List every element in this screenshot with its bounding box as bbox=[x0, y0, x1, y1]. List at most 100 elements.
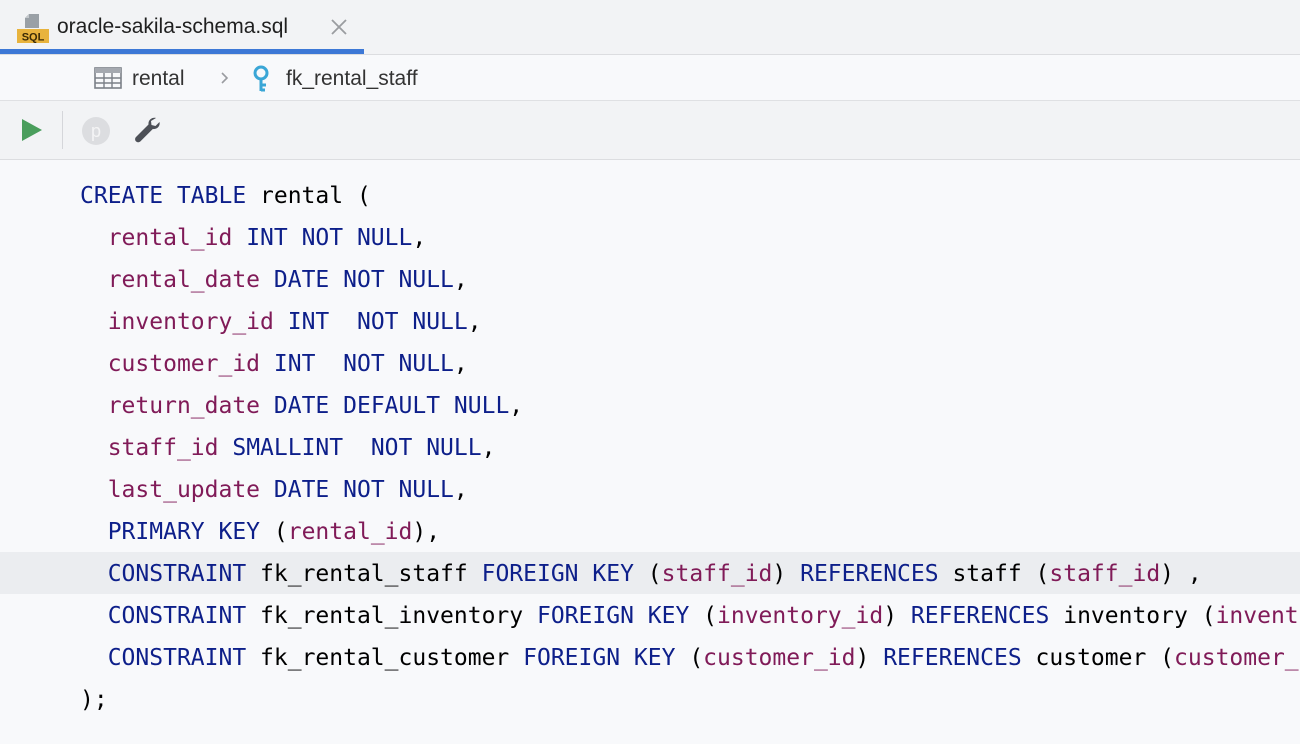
code-line: CONSTRAINT fk_rental_inventory FOREIGN K… bbox=[80, 595, 1300, 637]
sql-keyword: PRIMARY KEY bbox=[107, 519, 261, 545]
punctuation bbox=[260, 477, 274, 503]
sql-keyword: FOREIGN KEY bbox=[523, 645, 676, 671]
punctuation bbox=[274, 309, 288, 335]
punctuation bbox=[80, 309, 108, 335]
punctuation: ( bbox=[675, 645, 704, 671]
code-line: rental_date DATE NOT NULL, bbox=[80, 259, 468, 301]
identifier: fk_rental_customer bbox=[246, 645, 524, 671]
punctuation: ( bbox=[689, 603, 718, 629]
editor-tab-bar: SQL oracle-sakila-schema.sql bbox=[0, 0, 1300, 55]
punctuation bbox=[260, 351, 274, 377]
code-line: last_update DATE NOT NULL, bbox=[80, 469, 468, 511]
column-name: customer_id bbox=[703, 645, 856, 671]
punctuation bbox=[80, 267, 108, 293]
punctuation bbox=[80, 351, 108, 377]
punctuation: ( bbox=[260, 519, 288, 545]
punctuation bbox=[80, 393, 108, 419]
sql-keyword: CONSTRAINT bbox=[107, 645, 247, 671]
sql-keyword: DATE NOT NULL bbox=[273, 267, 454, 293]
punctuation bbox=[80, 519, 108, 545]
sql-keyword: INT NOT NULL bbox=[273, 351, 454, 377]
parameter-icon-letter: p bbox=[91, 121, 101, 141]
close-icon[interactable] bbox=[328, 16, 350, 38]
punctuation: ), bbox=[412, 519, 441, 545]
identifier: staff bbox=[938, 561, 1036, 587]
sql-keyword: REFERENCES bbox=[910, 603, 1050, 629]
breadcrumb-constraint[interactable]: fk_rental_staff bbox=[286, 67, 418, 90]
caret-line-highlight bbox=[0, 552, 1300, 594]
code-line: staff_id SMALLINT NOT NULL, bbox=[80, 427, 496, 469]
punctuation: ) bbox=[772, 561, 801, 587]
sql-keyword: FOREIGN KEY bbox=[536, 603, 690, 629]
sql-keyword: REFERENCES bbox=[800, 561, 939, 587]
identifier: rental ( bbox=[246, 183, 371, 209]
column-name: inventory_id bbox=[717, 603, 884, 629]
tab-oracle-sakila-schema[interactable]: SQL oracle-sakila-schema.sql bbox=[0, 0, 364, 55]
sql-keyword: INT NOT NULL bbox=[246, 225, 413, 251]
sql-keyword: SMALLINT NOT NULL bbox=[232, 435, 482, 461]
punctuation bbox=[80, 477, 108, 503]
column-name: rental_id bbox=[287, 519, 413, 545]
sql-keyword: CONSTRAINT bbox=[107, 561, 247, 587]
code-line: customer_id INT NOT NULL, bbox=[80, 343, 468, 385]
code-line: CONSTRAINT fk_rental_staff FOREIGN KEY (… bbox=[80, 553, 1202, 595]
punctuation: ( bbox=[1160, 645, 1175, 671]
punctuation bbox=[80, 645, 108, 671]
column-name: last_update bbox=[107, 477, 261, 503]
column-name: rental_id bbox=[107, 225, 233, 251]
column-name: customer_id bbox=[1174, 645, 1300, 671]
table-icon bbox=[94, 67, 122, 89]
punctuation bbox=[218, 435, 232, 461]
run-icon[interactable] bbox=[16, 115, 46, 145]
column-name: inventory_id bbox=[107, 309, 274, 335]
punctuation: , bbox=[481, 435, 496, 461]
sql-icon-label: SQL bbox=[22, 32, 45, 44]
punctuation bbox=[232, 225, 246, 251]
punctuation: ) bbox=[883, 603, 911, 629]
chevron-right-icon bbox=[221, 72, 229, 84]
column-name: staff_id bbox=[661, 561, 773, 587]
sql-keyword: DATE DEFAULT NULL bbox=[273, 393, 510, 419]
code-line: inventory_id INT NOT NULL, bbox=[80, 301, 482, 343]
punctuation bbox=[80, 561, 108, 587]
column-name: customer_id bbox=[107, 351, 261, 377]
punctuation: ); bbox=[80, 687, 108, 713]
column-name: inventory_id bbox=[1215, 603, 1300, 629]
punctuation: , bbox=[453, 351, 468, 377]
punctuation bbox=[80, 225, 108, 251]
identifier: fk_rental_staff bbox=[246, 561, 482, 587]
sql-keyword: REFERENCES bbox=[883, 645, 1022, 671]
punctuation bbox=[260, 267, 274, 293]
column-name: staff_id bbox=[107, 435, 219, 461]
key-icon bbox=[253, 65, 269, 92]
code-line: rental_id INT NOT NULL, bbox=[80, 217, 427, 259]
breadcrumb: rental fk_rental_staff bbox=[0, 55, 1300, 101]
punctuation: ) , bbox=[1160, 561, 1202, 587]
punctuation: ) bbox=[855, 645, 884, 671]
punctuation: ( bbox=[1035, 561, 1050, 587]
sql-keyword: INT NOT NULL bbox=[287, 309, 468, 335]
punctuation: ( bbox=[1201, 603, 1216, 629]
punctuation: , bbox=[509, 393, 524, 419]
code-line: PRIMARY KEY (rental_id), bbox=[80, 511, 440, 553]
punctuation bbox=[80, 603, 108, 629]
column-name: return_date bbox=[107, 393, 261, 419]
parameter-icon[interactable]: p bbox=[80, 115, 112, 147]
sql-editor[interactable]: CREATE TABLE rental ( rental_id INT NOT … bbox=[0, 160, 1300, 744]
sql-keyword: FOREIGN KEY bbox=[481, 561, 634, 587]
tab-title: oracle-sakila-schema.sql bbox=[57, 15, 289, 38]
active-tab-indicator bbox=[0, 49, 364, 54]
breadcrumb-table[interactable]: rental bbox=[132, 67, 185, 90]
column-name: rental_date bbox=[107, 267, 261, 293]
sql-file-icon: SQL bbox=[17, 14, 49, 44]
punctuation: , bbox=[453, 477, 468, 503]
wrench-icon[interactable] bbox=[131, 114, 163, 146]
punctuation: , bbox=[453, 267, 468, 293]
code-line: CREATE TABLE rental ( bbox=[80, 175, 371, 217]
code-line: CONSTRAINT fk_rental_customer FOREIGN KE… bbox=[80, 637, 1300, 679]
sql-keyword: CREATE TABLE bbox=[80, 183, 247, 209]
punctuation bbox=[260, 393, 274, 419]
punctuation bbox=[80, 435, 108, 461]
code-line: return_date DATE DEFAULT NULL, bbox=[80, 385, 523, 427]
sql-keyword: CONSTRAINT bbox=[107, 603, 247, 629]
